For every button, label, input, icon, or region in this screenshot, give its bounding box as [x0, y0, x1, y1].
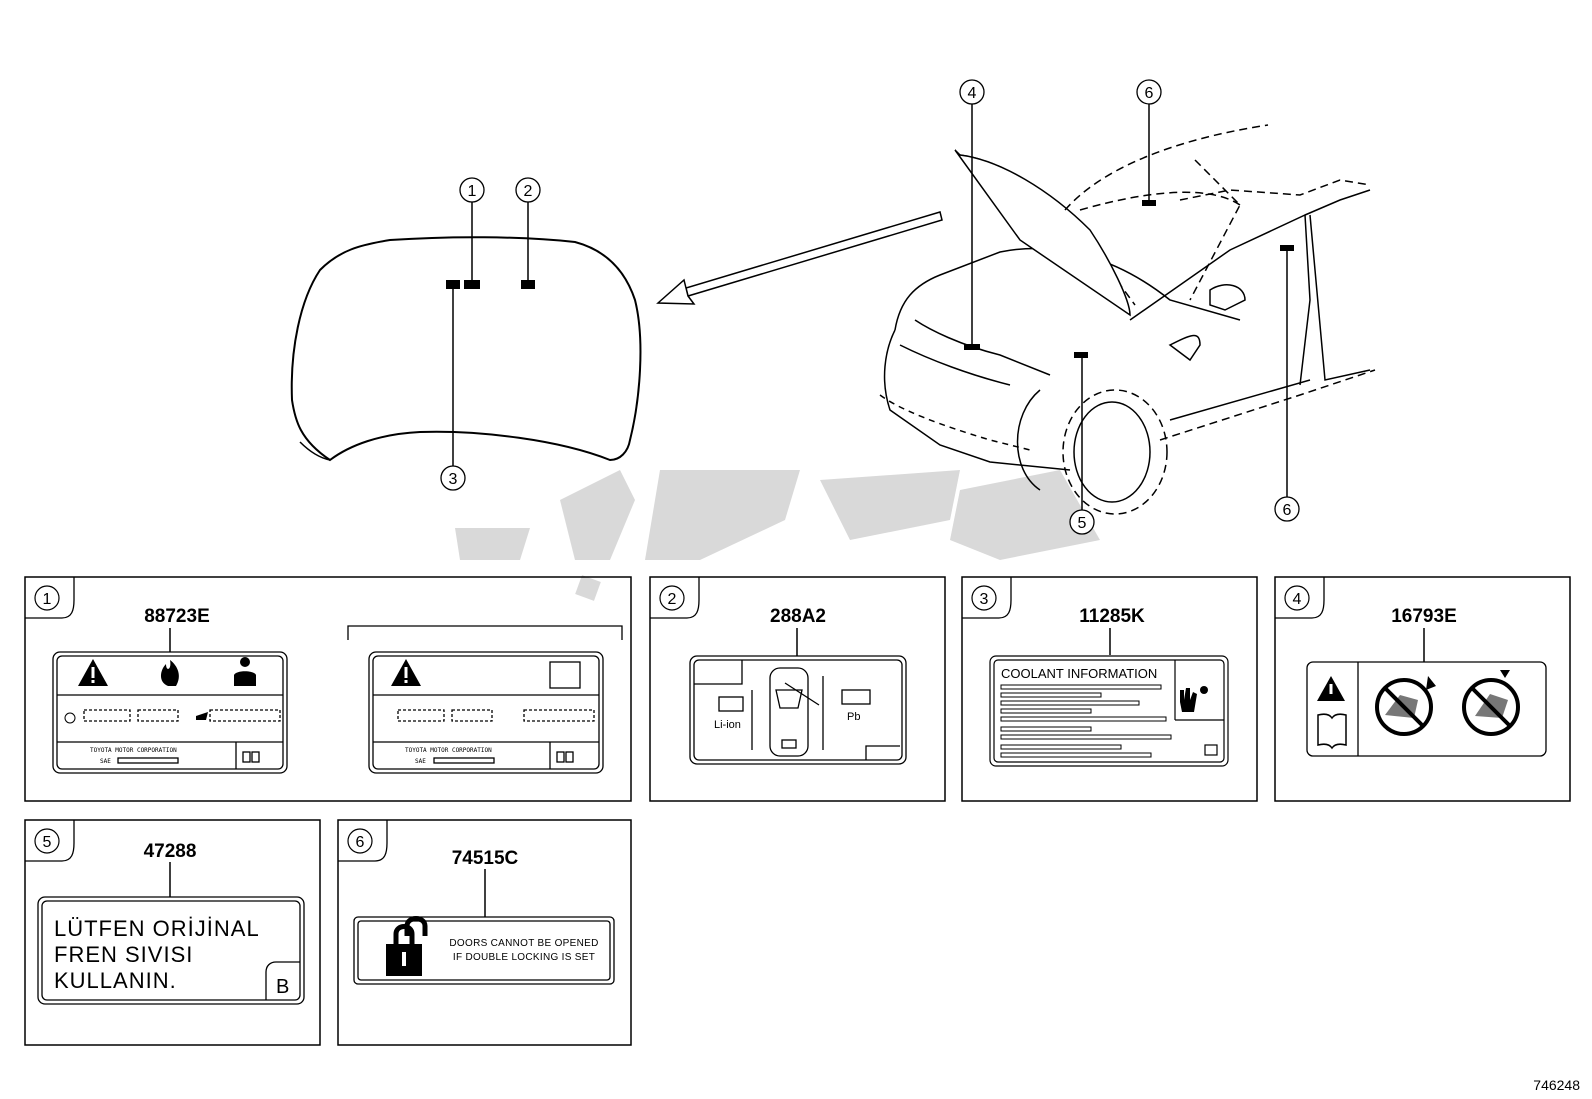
- panel-5-line-2: FREN SIVISI: [54, 942, 193, 967]
- vehicle-label-markers: [964, 200, 1294, 358]
- panel-2-number: 2: [668, 591, 677, 608]
- flammable-icon: [161, 660, 179, 686]
- panel-6-label: [353, 916, 615, 985]
- panel-4-number: 4: [1293, 591, 1302, 608]
- callout-6-top-text: 6: [1145, 85, 1154, 102]
- panel-4-part-number: 16793E: [1391, 606, 1457, 627]
- panel-5-number: 5: [43, 834, 52, 851]
- panel-1-label-b: [368, 651, 604, 774]
- panel-1-label-b-brand: TOYOTA MOTOR CORPORATION: [405, 747, 492, 754]
- panel-5-label: [37, 896, 305, 1005]
- panel-2-label: [689, 655, 907, 765]
- callout-5-text: 5: [1078, 515, 1087, 532]
- panel-5-variant: B: [276, 976, 289, 998]
- callout-6-bottom: [1274, 496, 1300, 522]
- hand-icon: [1180, 686, 1208, 712]
- diagram-id: 746248: [1533, 1077, 1580, 1093]
- panel-2-pb-label: Pb: [847, 711, 860, 723]
- panel-6-line-1: DOORS CANNOT BE OPENED: [449, 938, 598, 949]
- callout-2: [515, 177, 541, 203]
- panel-1-label-b-sae: SAE: [415, 758, 426, 765]
- panel-1-number: 1: [43, 591, 52, 608]
- callout-6-bottom-text: 6: [1283, 502, 1292, 519]
- panel-3-label: [989, 655, 1229, 767]
- panel-4-label: [1306, 661, 1547, 757]
- person-icon: [240, 657, 250, 667]
- panel-2-li-label: Li-ion: [714, 719, 741, 731]
- lock-icon: [386, 916, 428, 976]
- panel-1-label-a-sae: SAE: [100, 758, 111, 765]
- panel-6-line-2: IF DOUBLE LOCKING IS SET: [453, 952, 595, 963]
- no-touch-icon-2: [1462, 670, 1520, 736]
- panel-5-part-number: 47288: [144, 841, 197, 862]
- sun-icon: [64, 712, 76, 724]
- callout-4: [959, 79, 985, 105]
- panel-2-part-number: 288A2: [770, 606, 826, 627]
- panel-6-part-number: 74515C: [452, 848, 519, 869]
- callout-5: [1069, 509, 1095, 535]
- panel-frames: [24, 576, 1571, 1046]
- panel-3-part-number: 11285K: [1079, 606, 1145, 627]
- watermark-logo: [455, 470, 1100, 601]
- panel-3-heading: COOLANT INFORMATION: [1001, 666, 1157, 681]
- panel-5-line-1: LÜTFEN ORİJİNAL: [54, 916, 260, 941]
- hood-label-markers: [446, 280, 535, 289]
- panel-3-number: 3: [980, 591, 989, 608]
- panel-1-label-a-brand: TOYOTA MOTOR CORPORATION: [90, 747, 177, 754]
- no-touch-icon-1: [1375, 676, 1436, 736]
- callout-6-top: [1136, 79, 1162, 105]
- manual-icon: [549, 661, 581, 689]
- hood-outline: [290, 236, 642, 462]
- callout-1-text: 1: [468, 183, 477, 200]
- callout-2-text: 2: [524, 183, 533, 200]
- callout-3: [440, 465, 466, 491]
- panel-6-number: 6: [356, 834, 365, 851]
- callout-1: [459, 177, 485, 203]
- direction-arrow: [656, 211, 943, 305]
- manual-info-icon: [1317, 713, 1347, 750]
- panel-1-label-a-icons: [64, 657, 256, 724]
- panel-1-label-a: [52, 651, 288, 774]
- vehicle-drawing: [879, 124, 1376, 515]
- hood-drawing: [290, 236, 642, 462]
- callouts: 1 2 3 4 6 5 6: [440, 79, 1300, 535]
- callout-4-text: 4: [968, 85, 977, 102]
- panel-1-part-number: 88723E: [144, 606, 210, 627]
- panel-5-line-3: KULLANIN.: [54, 968, 177, 993]
- callout-3-text: 3: [449, 471, 458, 488]
- oil-can-icon: [196, 712, 208, 720]
